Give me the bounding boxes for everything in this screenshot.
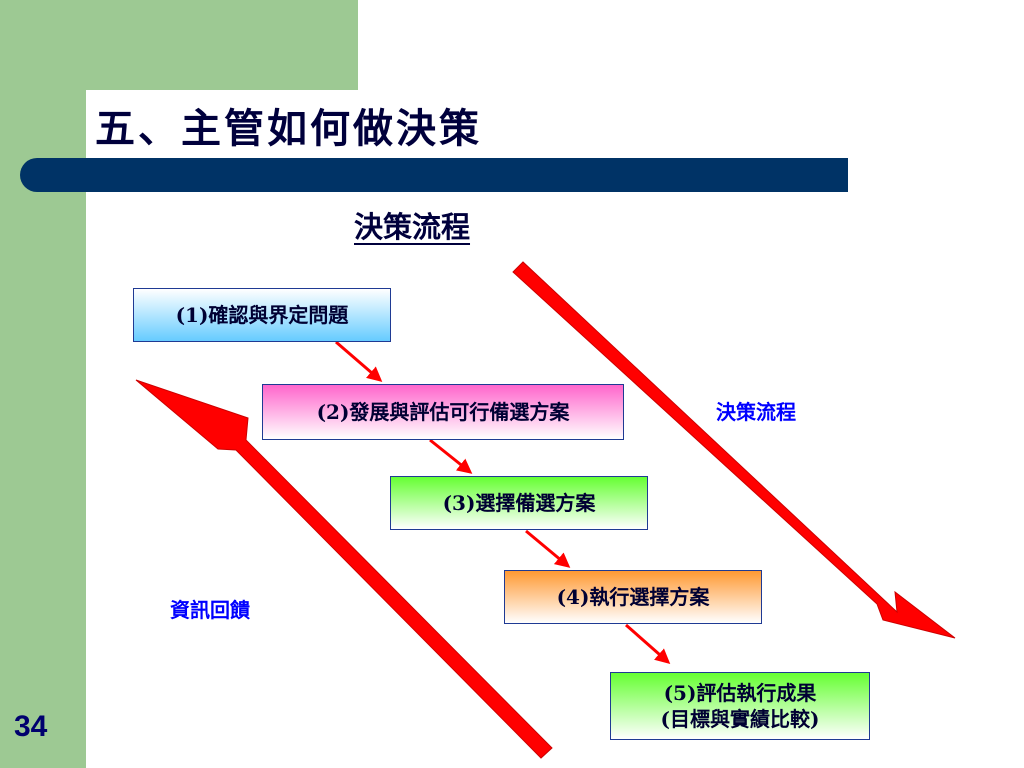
step-3-box: (3)選擇備選方案 [390, 476, 648, 530]
step-4-label: (4)執行選擇方案 [556, 585, 710, 609]
diagram-subtitle: 決策流程 [354, 210, 471, 244]
slide-title: 五、主管如何做決策 [95, 105, 482, 152]
title-underline-bar [20, 158, 848, 192]
slide-number: 34 [14, 710, 48, 743]
step-3-label: (3)選擇備選方案 [442, 491, 596, 515]
step-connector-arrow [335, 340, 383, 382]
step-connector-arrow [525, 529, 571, 568]
step-1-box: (1)確認與界定問題 [133, 288, 391, 342]
step-2-label: (2)發展與評估可行備選方案 [316, 400, 570, 424]
left-green-band [0, 0, 86, 768]
step-2-box: (2)發展與評估可行備選方案 [262, 384, 624, 440]
step-5-sublabel: (目標與實績比較) [660, 707, 820, 731]
top-green-band [0, 0, 358, 90]
title-background [86, 90, 786, 158]
step-connector-arrow [429, 438, 473, 474]
step-1-label: (1)確認與界定問題 [175, 303, 349, 327]
step-5-box: (5)評估執行成果 (目標與實績比較) [610, 672, 870, 740]
step-4-box: (4)執行選擇方案 [504, 570, 762, 624]
step-connector-arrow [625, 623, 671, 664]
step-5-label: (5)評估執行成果 [663, 681, 817, 705]
feedback-label: 資訊回饋 [170, 598, 250, 622]
decision-flow-label: 決策流程 [716, 400, 796, 424]
